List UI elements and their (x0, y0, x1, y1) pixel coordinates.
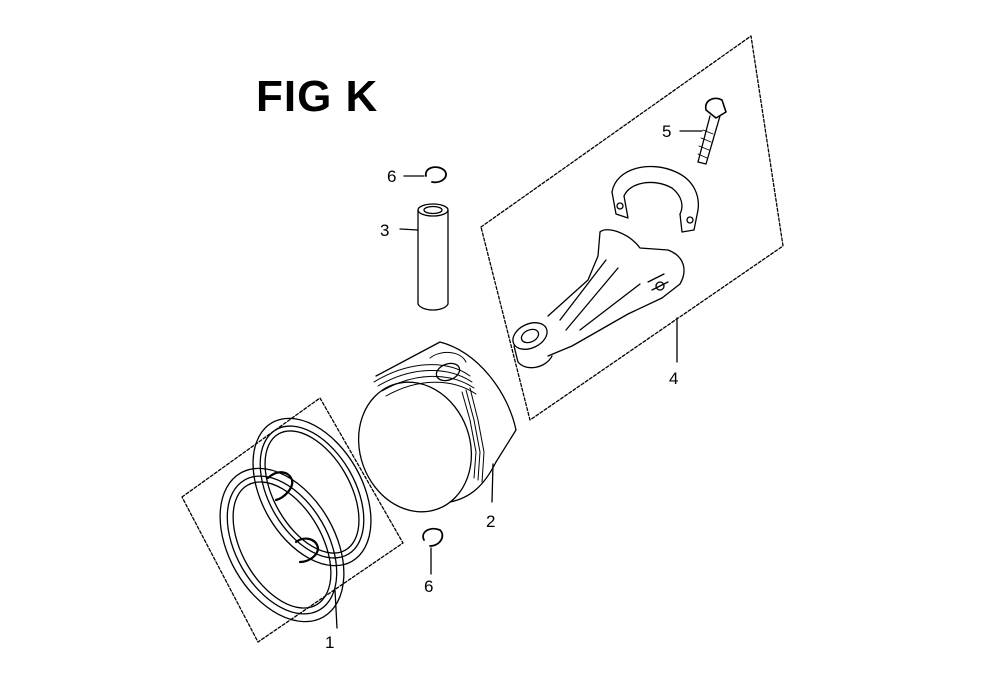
ring-gap-lower (294, 537, 320, 564)
callout-6-top: 6 (387, 167, 396, 186)
rod-bolt (679, 97, 727, 165)
piston (357, 341, 517, 513)
callout-2: 2 (486, 512, 495, 531)
piston-crown (357, 381, 473, 513)
callout-6-bottom: 6 (424, 577, 433, 596)
connecting-rod-assembly (480, 35, 784, 421)
callout-4: 4 (669, 369, 678, 388)
pin-clip-bottom (422, 527, 444, 575)
rod-cap (611, 165, 700, 233)
connecting-rod-box (480, 35, 784, 421)
leader-1 (334, 589, 338, 629)
callout-3: 3 (380, 221, 389, 240)
piston-rings-box (181, 397, 404, 643)
piston-ring-front (219, 467, 345, 623)
piston-skirt-top (375, 341, 517, 463)
leader-2 (491, 463, 494, 503)
piston-pin (399, 203, 449, 311)
rod-body (512, 229, 685, 369)
piston-ring-back (252, 417, 372, 567)
callout-1: 1 (325, 633, 334, 652)
leader-3 (399, 228, 419, 231)
callout-5: 5 (662, 122, 671, 141)
pin-clip-top (403, 166, 447, 184)
piston-rings-group (181, 397, 404, 643)
figure-title: FIG K (256, 72, 379, 121)
ring-gap-upper (266, 471, 294, 502)
